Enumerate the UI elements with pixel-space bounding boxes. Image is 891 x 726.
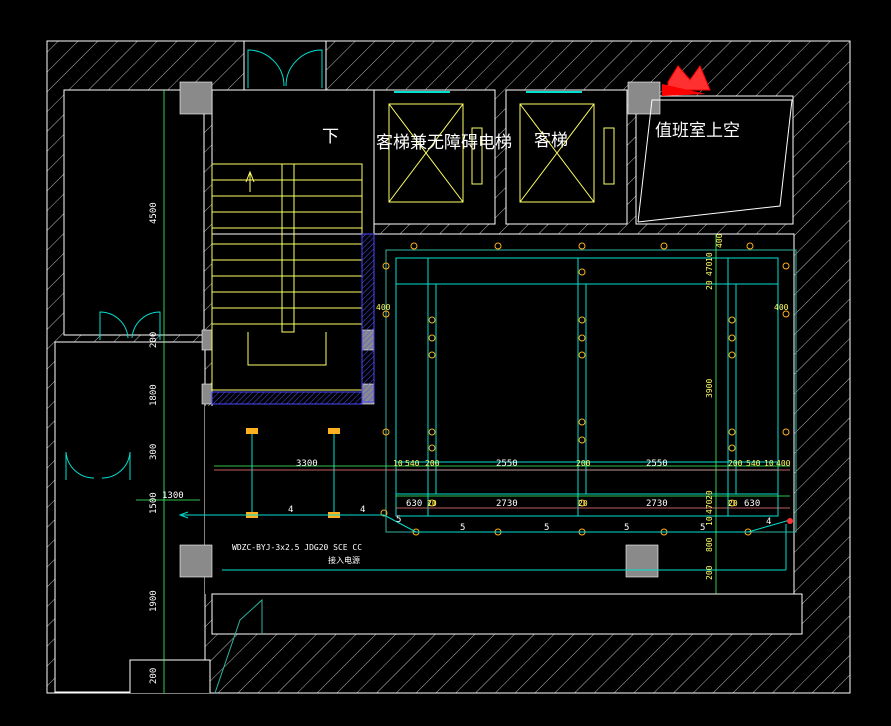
stair-wall-hatch (361, 233, 375, 403)
dimension-lines-red (214, 469, 790, 509)
stair-down-label: 下 (322, 127, 339, 147)
dim-value: 630 (744, 499, 760, 509)
wire-count: 5 (544, 523, 549, 533)
dim-value: 300 (149, 444, 159, 460)
duty-room-void (637, 99, 793, 223)
dim-value: 10 (705, 516, 714, 526)
dim-value: 1500 (149, 492, 159, 514)
dim-value: 3900 (705, 379, 714, 398)
dim-value: 10 (705, 252, 714, 262)
elevator-cars (388, 103, 615, 203)
dim-value: 20 (427, 499, 437, 508)
dimension-lines (136, 90, 790, 693)
wire-count: 4 (288, 505, 293, 515)
dim-left-horizontal: 1300 (162, 491, 184, 501)
dim-value: 630 (406, 499, 422, 509)
staircase (211, 163, 363, 391)
left-vertical-dimensions: 4500 200 1800 300 1500 1900 200 (149, 202, 159, 684)
dim-value: 200 (576, 459, 591, 468)
dim-value: 3300 (296, 459, 318, 469)
dim-value: 4500 (149, 202, 159, 224)
wire-count: 5 (700, 523, 705, 533)
dim-value: 400 (715, 233, 724, 248)
dim-value: 200 (705, 565, 714, 580)
dim-value: 540 (405, 459, 420, 468)
dim-value: 200 (149, 668, 159, 684)
room-label-duty-room: 值班室上空 (655, 121, 740, 141)
dim-value: 540 (746, 459, 761, 468)
alarm-icon (662, 64, 711, 96)
dim-value: 400 (776, 459, 791, 468)
wiring-circuits (178, 434, 791, 571)
bottom-row-dimensions: 630 20 2730 20 2730 20 630 (406, 499, 760, 509)
cable-spec: WDZC-BYJ-3x2.5 JDG20 SCE CC (232, 543, 362, 552)
dim-value: 20 (728, 499, 738, 508)
dim-value: 200 (425, 459, 440, 468)
stair-floor-hatch (211, 391, 363, 405)
dim-value: 1900 (149, 590, 159, 612)
dim-value: 2550 (496, 459, 518, 469)
dim-value: 800 (705, 537, 714, 552)
light-fixtures (380, 242, 790, 536)
dim-value: 1800 (149, 384, 159, 406)
doors (65, 49, 323, 480)
dim-value: 2730 (496, 499, 518, 509)
wire-count: 4 (766, 517, 771, 527)
wire-count: 5 (396, 515, 401, 525)
dim-value: 20 (705, 490, 714, 500)
dim-value: 10 (764, 459, 774, 468)
dim-value: 200 (149, 332, 159, 348)
dim-value: 200 (728, 459, 743, 468)
dim-value: 470 (705, 499, 714, 514)
junction-marker (787, 518, 793, 524)
dim-value: 470 (705, 261, 714, 276)
room-label-elevator: 客梯 (534, 131, 568, 151)
right-vertical-dimensions: 400 10 20 470 3900 20 470 10 800 200 (705, 233, 724, 580)
dim-value: 2550 (646, 459, 668, 469)
dim-side-left: 400 (376, 303, 391, 312)
dim-value: 20 (578, 499, 588, 508)
wire-count-labels: 4 4 5 5 5 5 5 4 (288, 505, 771, 533)
dim-side-right: 400 (774, 303, 789, 312)
wire-count: 5 (624, 523, 629, 533)
top-row-dimensions: 3300 10 540 200 2550 200 2550 200 540 10… (296, 459, 791, 469)
cable-note: 接入电源 (328, 555, 360, 565)
wire-count: 5 (460, 523, 465, 533)
dim-value: 10 (393, 459, 403, 468)
room-label-accessible-elevator: 客梯兼无障碍电梯 (376, 133, 512, 153)
wire-count: 4 (360, 505, 365, 515)
dim-value: 2730 (646, 499, 668, 509)
dim-value: 20 (705, 280, 714, 290)
